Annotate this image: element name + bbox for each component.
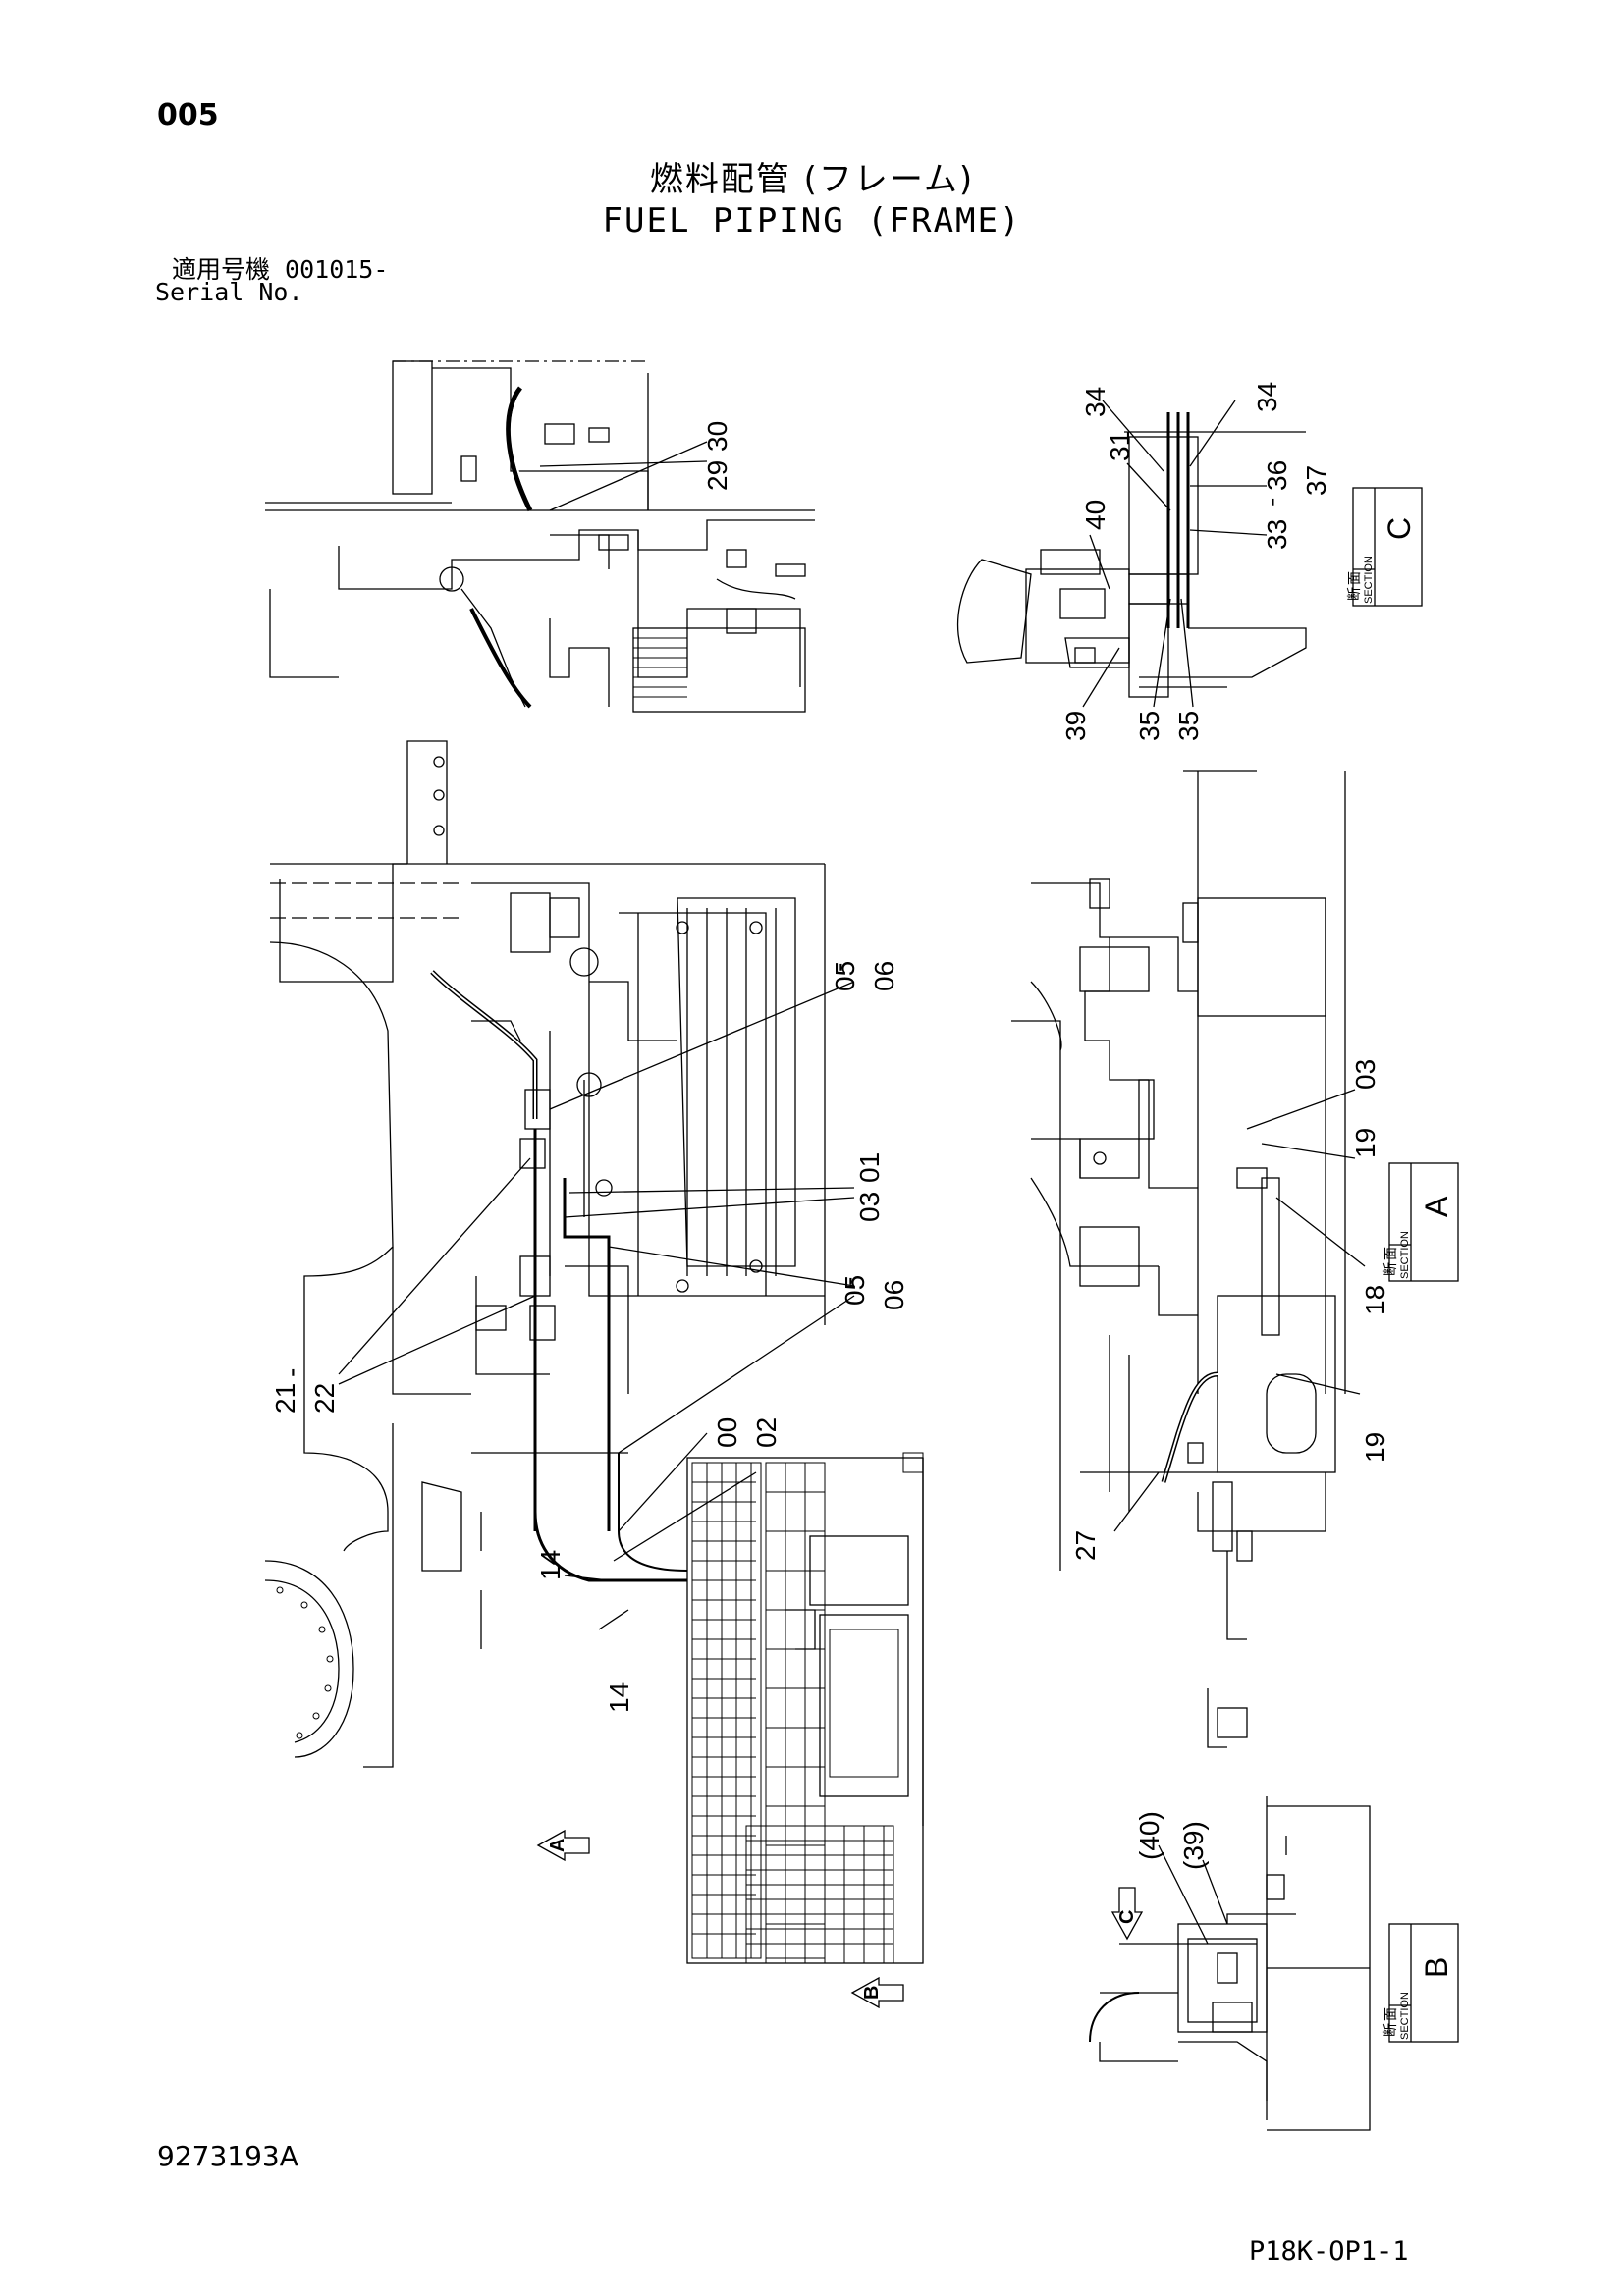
view-arrow-c [1110, 1887, 1144, 1941]
section-a-box [1388, 1162, 1459, 1282]
callout-dash-lower: - [834, 1277, 864, 1286]
callout-05-upper: 05 [830, 961, 860, 991]
title-japanese: 燃料配管 (フレーム) [649, 160, 975, 199]
tank-outline [432, 367, 649, 510]
view-arrow-c-label: C [1116, 1910, 1138, 1924]
callout-03-section-a: 03 [1350, 1059, 1380, 1090]
callout-18: 18 [1360, 1285, 1390, 1315]
detail-view-top-left [265, 360, 815, 713]
main-plan-view [264, 740, 855, 1768]
callout-dash-c: - [1256, 498, 1286, 507]
callout-03: 03 [854, 1192, 885, 1222]
section-c-jp-2: 面 [1347, 571, 1363, 585]
section-b-view [1089, 1796, 1371, 2131]
section-a-en: SECTION [1399, 1231, 1411, 1279]
pump-assembly [1177, 1923, 1268, 2033]
pump-body [956, 559, 1032, 664]
callout-39: 39 [1060, 711, 1091, 741]
callout-06-upper: 06 [869, 961, 899, 991]
page-code: P18K-OP1-1 [1249, 2236, 1409, 2267]
callout-30: 30 [702, 421, 732, 452]
callout-22: 22 [309, 1383, 340, 1414]
callout-00: 00 [712, 1417, 742, 1448]
section-b-jp-1: 断 [1383, 2023, 1399, 2037]
callout-33: 33 [1262, 519, 1292, 550]
section-c-letter: C [1381, 517, 1417, 540]
callout-37: 37 [1301, 465, 1331, 496]
title-english: FUEL PIPING (FRAME) [602, 201, 1022, 240]
callout-14-lower: 14 [604, 1682, 634, 1713]
page-number: 005 [157, 98, 219, 133]
callout-14-upper: 14 [535, 1550, 566, 1580]
callout-34-right: 34 [1252, 382, 1282, 412]
callout-29: 29 [702, 460, 732, 491]
callout-35-left: 35 [1134, 711, 1164, 741]
callout-06-lower: 06 [879, 1280, 909, 1310]
section-c-jp-1: 断 [1347, 587, 1363, 601]
view-arrow-a [536, 1829, 590, 1862]
callout-36: 36 [1262, 460, 1292, 491]
filter-housing [632, 627, 806, 713]
section-b-letter: B [1419, 1957, 1454, 1978]
callout-19-lower: 19 [1360, 1432, 1390, 1463]
serial-label-japanese: 適用号機 001015- [172, 255, 389, 284]
view-arrow-b [850, 1976, 904, 2009]
callout-27: 27 [1070, 1530, 1101, 1561]
section-b-en: SECTION [1399, 1992, 1411, 2040]
section-a-jp-1: 断 [1383, 1262, 1399, 1276]
section-a-jp-2: 面 [1383, 1247, 1399, 1260]
document-number: 9273193A [157, 2140, 298, 2172]
callout-39-paren: (39) [1178, 1821, 1209, 1870]
fuel-tank [1217, 1295, 1336, 1473]
serial-label-english: Serial No. [155, 278, 303, 306]
callout-dash-upper: - [824, 963, 854, 972]
callout-21: 21 [270, 1383, 300, 1414]
block-upper [1197, 897, 1326, 1017]
section-c-view [956, 400, 1307, 708]
section-c-en: SECTION [1363, 556, 1375, 604]
callout-19-upper: 19 [1350, 1128, 1380, 1158]
view-arrow-b-label: B [861, 1986, 883, 2000]
radiator-core [686, 1452, 924, 1964]
callout-dash-21: - [276, 1368, 306, 1377]
callout-01: 01 [854, 1152, 885, 1183]
callout-35-right: 35 [1173, 711, 1204, 741]
frame-block [392, 360, 433, 495]
section-a-letter: A [1419, 1196, 1454, 1217]
section-a-view [1011, 770, 1366, 1748]
section-b-box [1388, 1923, 1459, 2043]
callout-05-lower: 05 [839, 1275, 870, 1306]
view-arrow-a-label: A [547, 1839, 568, 1852]
callout-40-paren: (40) [1134, 1811, 1164, 1860]
callout-40: 40 [1080, 500, 1110, 530]
section-c-box [1352, 487, 1423, 607]
section-b-jp-2: 面 [1383, 2007, 1399, 2021]
callout-31: 31 [1105, 431, 1135, 461]
boom-frame [279, 740, 448, 983]
callout-34-left: 34 [1080, 387, 1110, 417]
callout-02: 02 [751, 1417, 782, 1448]
